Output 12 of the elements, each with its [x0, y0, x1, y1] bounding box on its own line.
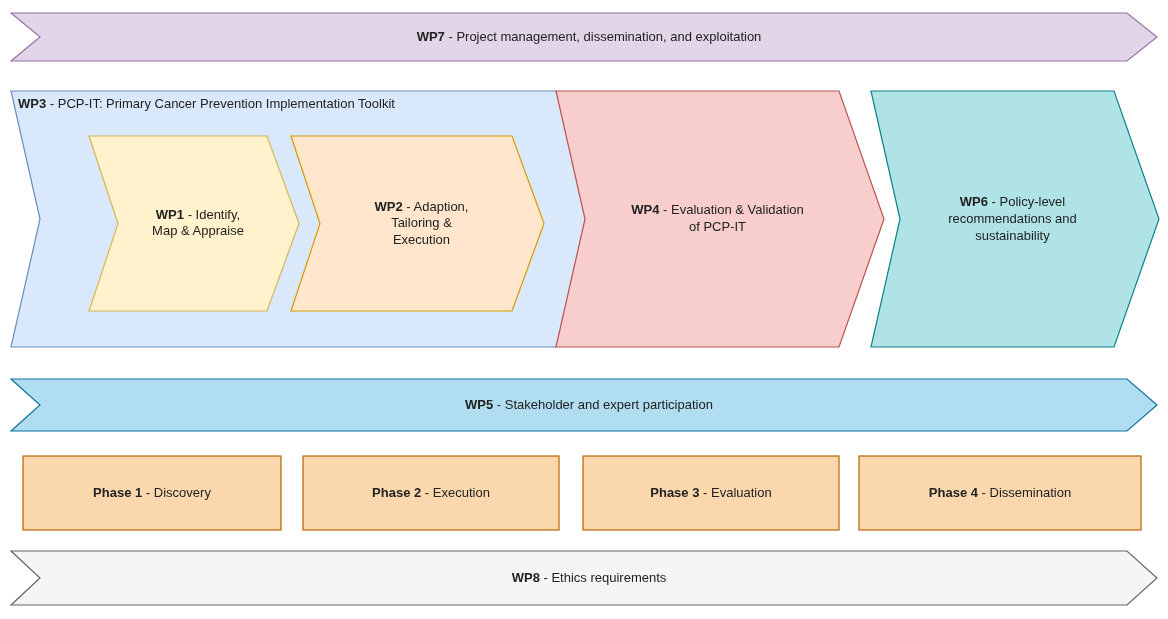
node-label: WP5 - Stakeholder and expert participation [464, 396, 714, 414]
node-label: WP6 - Policy-level recommendations and sustainability [947, 193, 1078, 245]
node-label: Phase 2 - Execution [371, 484, 491, 502]
node-label: Phase 1 - Discovery [92, 484, 212, 502]
node-label: Phase 4 - Dissemination [927, 484, 1073, 502]
node-label: WP4 - Evaluation & Validation of PCP-IT [630, 202, 805, 236]
node-label: Phase 3 - Evaluation [649, 484, 773, 502]
node-label: WP2 - Adaption, Tailoring & Execution [373, 198, 470, 249]
node-label: WP1 - Identify, Map & Appraise [151, 206, 245, 241]
node-label: WP8 - Ethics requirements [510, 569, 668, 587]
node-label: WP7 - Project management, dissemination, and exploitation [415, 28, 763, 46]
node-label: WP3 - PCP-IT: Primary Cancer Prevention Implementation Toolkit [18, 96, 396, 113]
